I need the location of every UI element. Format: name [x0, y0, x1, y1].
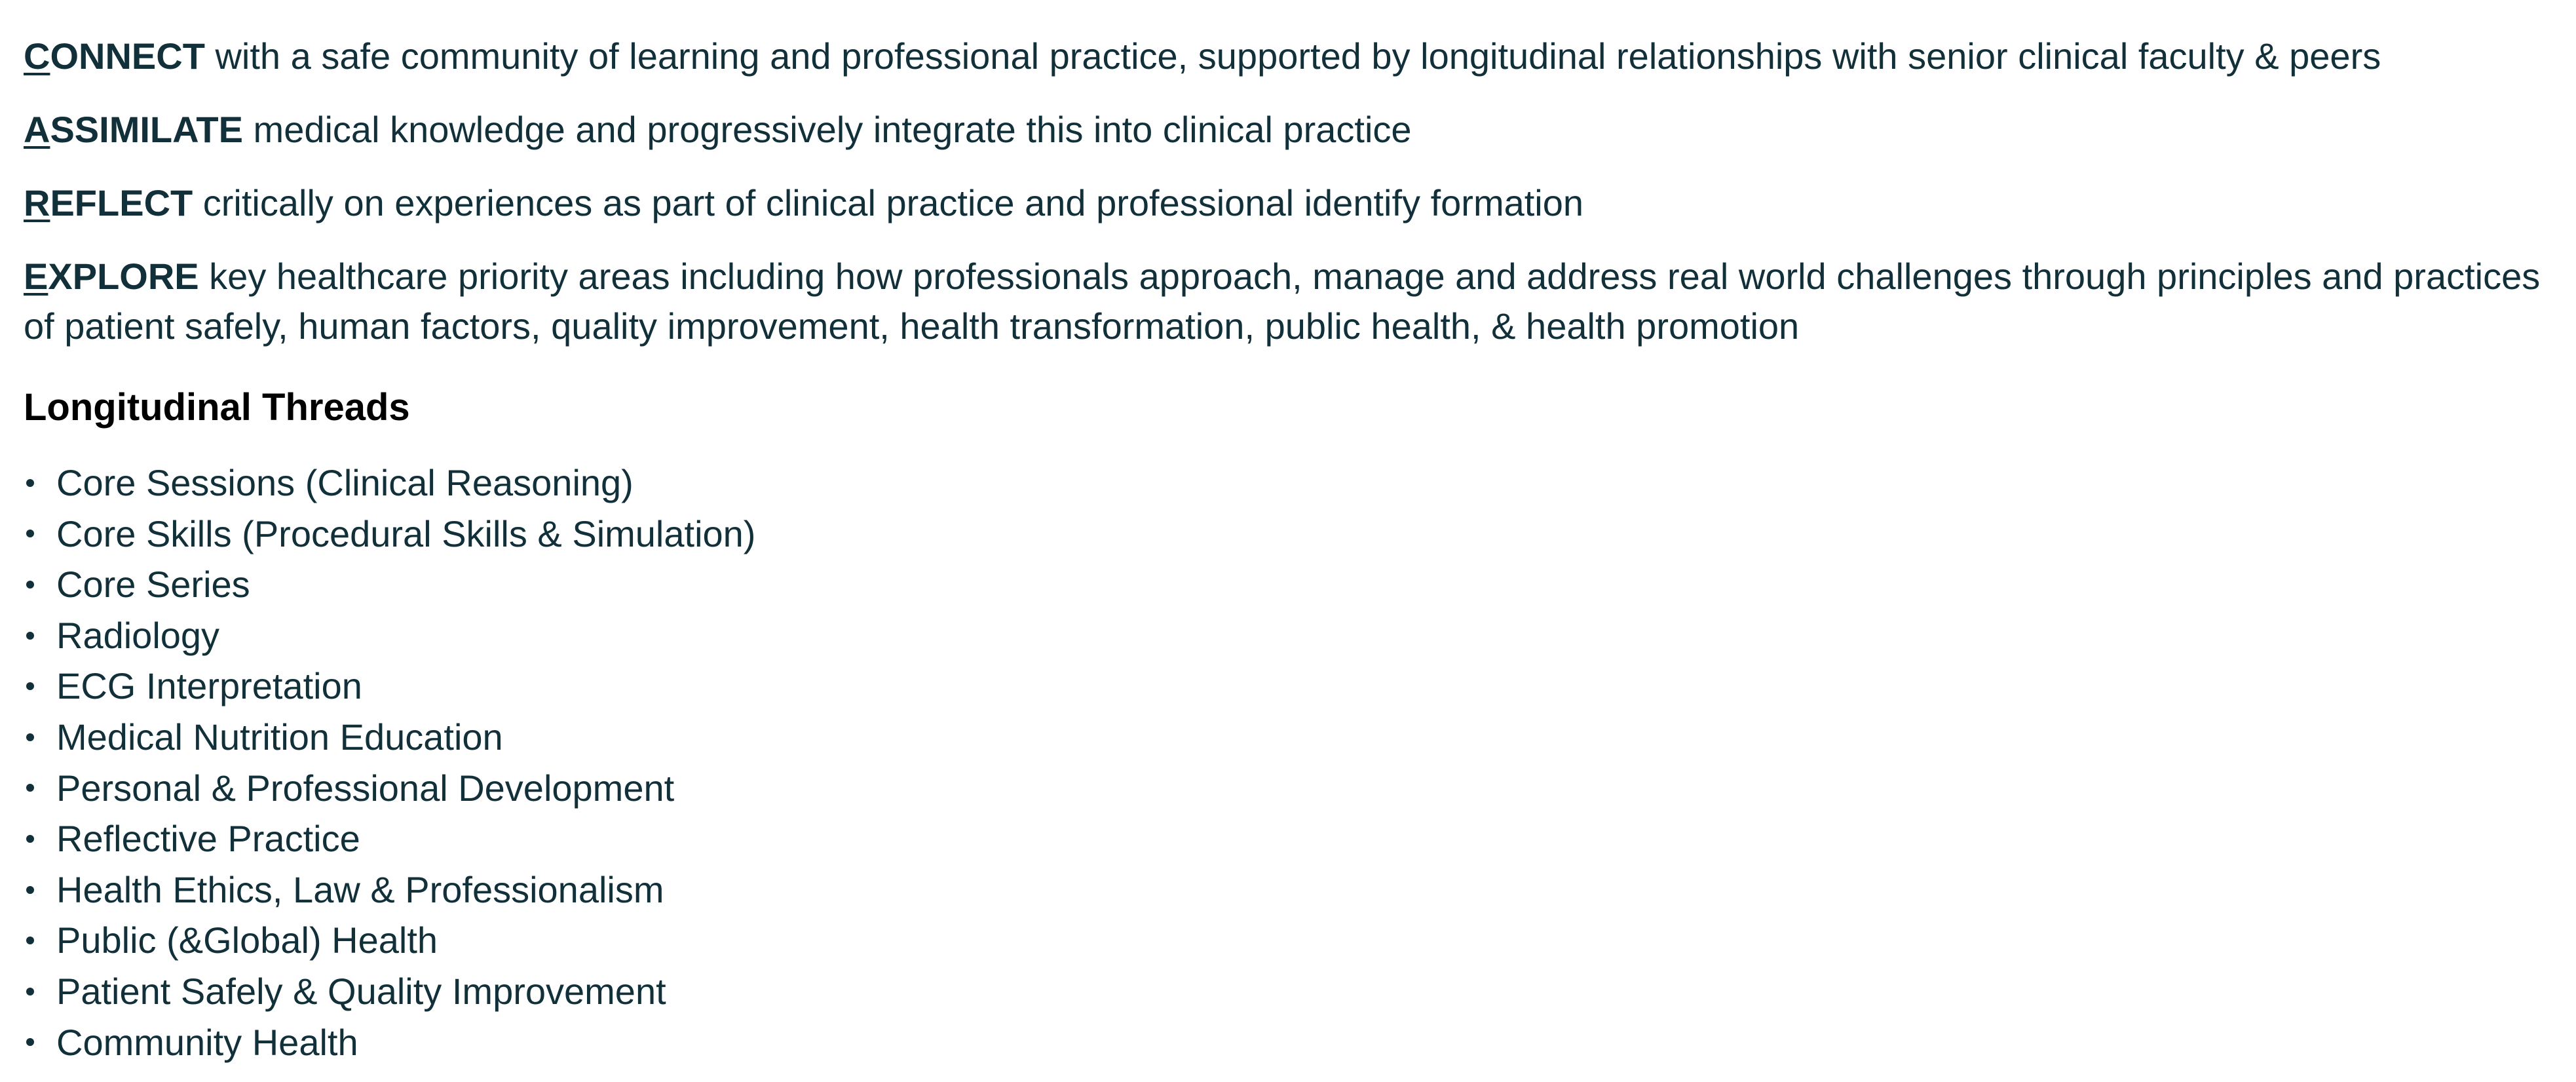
goal-explore-initial: E — [24, 256, 48, 297]
goal-explore: EXPLORE key healthcare priority areas in… — [24, 252, 2552, 351]
list-item-label: Health Ethics, Law & Professionalism — [56, 868, 664, 910]
bullet-icon — [26, 580, 34, 589]
list-item-label: Core Sessions (Clinical Reasoning) — [56, 462, 634, 503]
goal-reflect-initial: R — [24, 182, 50, 223]
list-item-label: Radiology — [56, 614, 220, 656]
bullet-icon — [26, 987, 34, 995]
list-item: ECG Interpretation — [24, 661, 755, 712]
threads-list: Core Sessions (Clinical Reasoning) Core … — [24, 457, 755, 1068]
bullet-icon — [26, 733, 34, 741]
list-item-label: Core Skills (Procedural Skills & Simulat… — [56, 512, 756, 554]
list-item: Radiology — [24, 610, 755, 661]
bullet-icon — [26, 631, 34, 640]
list-item-label: Core Series — [56, 564, 250, 606]
bullet-icon — [26, 530, 34, 538]
goal-connect-keyword: CONNECT — [24, 35, 205, 77]
list-item: Personal & Professional Development — [24, 763, 755, 814]
goal-connect-initial: C — [24, 35, 50, 77]
goal-assimilate-keyword-rest: SSIMILATE — [50, 109, 243, 150]
goal-assimilate-initial: A — [24, 109, 50, 150]
bullet-icon — [26, 834, 34, 843]
list-item: Core Series — [24, 559, 755, 610]
list-item-label: Medical Nutrition Education — [56, 716, 503, 758]
goal-reflect-keyword: REFLECT — [24, 182, 193, 223]
list-item: Core Skills (Procedural Skills & Simulat… — [24, 509, 755, 560]
goal-explore-keyword: EXPLORE — [24, 256, 199, 297]
list-item: Core Sessions (Clinical Reasoning) — [24, 457, 755, 509]
list-item: Reflective Practice — [24, 813, 755, 864]
list-item: Public (&Global) Health — [24, 915, 755, 966]
bullet-icon — [26, 937, 34, 945]
list-item-label: Community Health — [56, 1021, 358, 1063]
list-item: Patient Safely & Quality Improvement — [24, 966, 755, 1017]
bullet-icon — [26, 885, 34, 894]
list-item-label: ECG Interpretation — [56, 665, 362, 707]
goal-reflect-text: critically on experiences as part of cli… — [193, 182, 1584, 223]
list-item-label: Public (&Global) Health — [56, 919, 438, 961]
goal-explore-text: key healthcare priority areas including … — [24, 256, 2541, 347]
bullet-icon — [26, 478, 34, 487]
list-item-label: Reflective Practice — [56, 818, 360, 860]
list-item: Community Health — [24, 1017, 755, 1068]
goal-reflect: REFLECT critically on experiences as par… — [24, 178, 2552, 228]
list-item: Medical Nutrition Education — [24, 712, 755, 763]
goal-explore-keyword-rest: XPLORE — [48, 256, 199, 297]
threads-heading: Longitudinal Threads — [24, 386, 410, 429]
bullet-icon — [26, 682, 34, 691]
goal-connect: CONNECT with a safe community of learnin… — [24, 31, 2552, 81]
goal-connect-keyword-rest: ONNECT — [50, 35, 205, 77]
list-item-label: Personal & Professional Development — [56, 767, 675, 809]
goal-connect-text: with a safe community of learning and pr… — [204, 35, 2381, 77]
bullet-icon — [26, 784, 34, 792]
list-item-label: Patient Safely & Quality Improvement — [56, 970, 666, 1012]
goal-assimilate-text: medical knowledge and progressively inte… — [242, 109, 1412, 150]
goal-reflect-keyword-rest: EFLECT — [50, 182, 193, 223]
goal-assimilate-keyword: ASSIMILATE — [24, 109, 243, 150]
list-item: Health Ethics, Law & Professionalism — [24, 864, 755, 916]
bullet-icon — [26, 1038, 34, 1047]
goal-assimilate: ASSIMILATE medical knowledge and progres… — [24, 105, 2552, 155]
